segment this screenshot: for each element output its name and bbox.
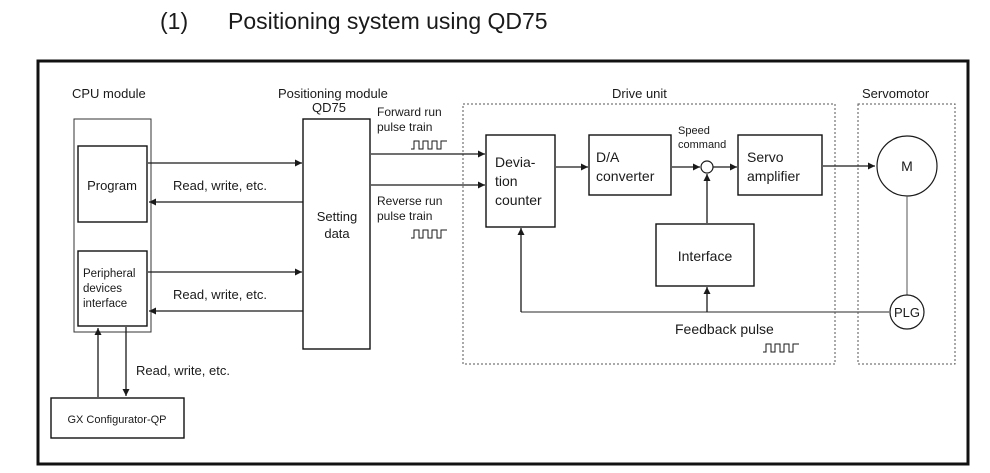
forward-run-line2: pulse train bbox=[377, 120, 432, 134]
rw-label-1: Read, write, etc. bbox=[173, 178, 267, 193]
servo-amplifier-box bbox=[737, 134, 823, 196]
motor-label: M bbox=[901, 158, 913, 174]
peripheral-label-line3: interface bbox=[83, 298, 127, 310]
qd75-label: QD75 bbox=[312, 100, 346, 115]
speed-command-line1: Speed bbox=[678, 125, 710, 137]
deviation-counter-box bbox=[485, 134, 556, 228]
summing-junction bbox=[700, 160, 714, 174]
heading-number: (1) bbox=[160, 8, 189, 34]
reverse-run-line2: pulse train bbox=[377, 209, 432, 223]
drive-unit-label: Drive unit bbox=[612, 86, 667, 101]
qd75-box bbox=[302, 118, 371, 350]
cpu-module-label: CPU module bbox=[72, 86, 146, 101]
feedback-pulse-label: Feedback pulse bbox=[675, 321, 774, 337]
deviation-label-line2: tion bbox=[495, 173, 518, 189]
rw-label-3: Read, write, etc. bbox=[136, 363, 230, 378]
interface-label: Interface bbox=[678, 248, 733, 264]
forward-pulse-symbol bbox=[411, 140, 447, 150]
feedback-pulse-symbol bbox=[763, 343, 799, 353]
da-converter-box bbox=[588, 134, 672, 196]
peripheral-label-line2: devices bbox=[83, 283, 122, 295]
heading-title: Positioning system using QD75 bbox=[228, 8, 548, 34]
forward-run-line1: Forward run bbox=[377, 105, 442, 119]
da-label-line1: D/A bbox=[596, 149, 620, 165]
speed-command-line2: command bbox=[678, 139, 726, 151]
gx-configurator-label: GX Configurator-QP bbox=[67, 414, 166, 426]
interface-box bbox=[655, 223, 755, 287]
outer-frame bbox=[36, 59, 970, 466]
setting-label-line2: data bbox=[324, 226, 350, 241]
cpu-module-box bbox=[73, 118, 152, 333]
deviation-label-line1: Devia- bbox=[495, 154, 536, 170]
reverse-pulse-symbol bbox=[411, 229, 447, 239]
setting-label-line1: Setting bbox=[317, 209, 357, 224]
plg-label: PLG bbox=[894, 305, 920, 320]
plg-circle bbox=[889, 294, 925, 330]
deviation-label-line3: counter bbox=[495, 192, 542, 208]
rw-label-2: Read, write, etc. bbox=[173, 287, 267, 302]
gx-configurator-box bbox=[50, 397, 185, 439]
servo-label-line2: amplifier bbox=[747, 168, 800, 184]
servomotor-box bbox=[857, 103, 956, 365]
positioning-module-label: Positioning module bbox=[278, 86, 388, 101]
servo-label-line1: Servo bbox=[747, 149, 784, 165]
program-box bbox=[77, 145, 148, 223]
diagram-heading: (1) Positioning system using QD75 bbox=[160, 8, 548, 35]
reverse-run-line1: Reverse run bbox=[377, 194, 442, 208]
da-label-line2: converter bbox=[596, 168, 655, 184]
peripheral-label-line1: Peripheral bbox=[83, 268, 135, 280]
drive-unit-box bbox=[462, 103, 836, 365]
servomotor-label: Servomotor bbox=[862, 86, 930, 101]
program-label: Program bbox=[87, 178, 137, 193]
peripheral-interface-box bbox=[77, 250, 148, 327]
